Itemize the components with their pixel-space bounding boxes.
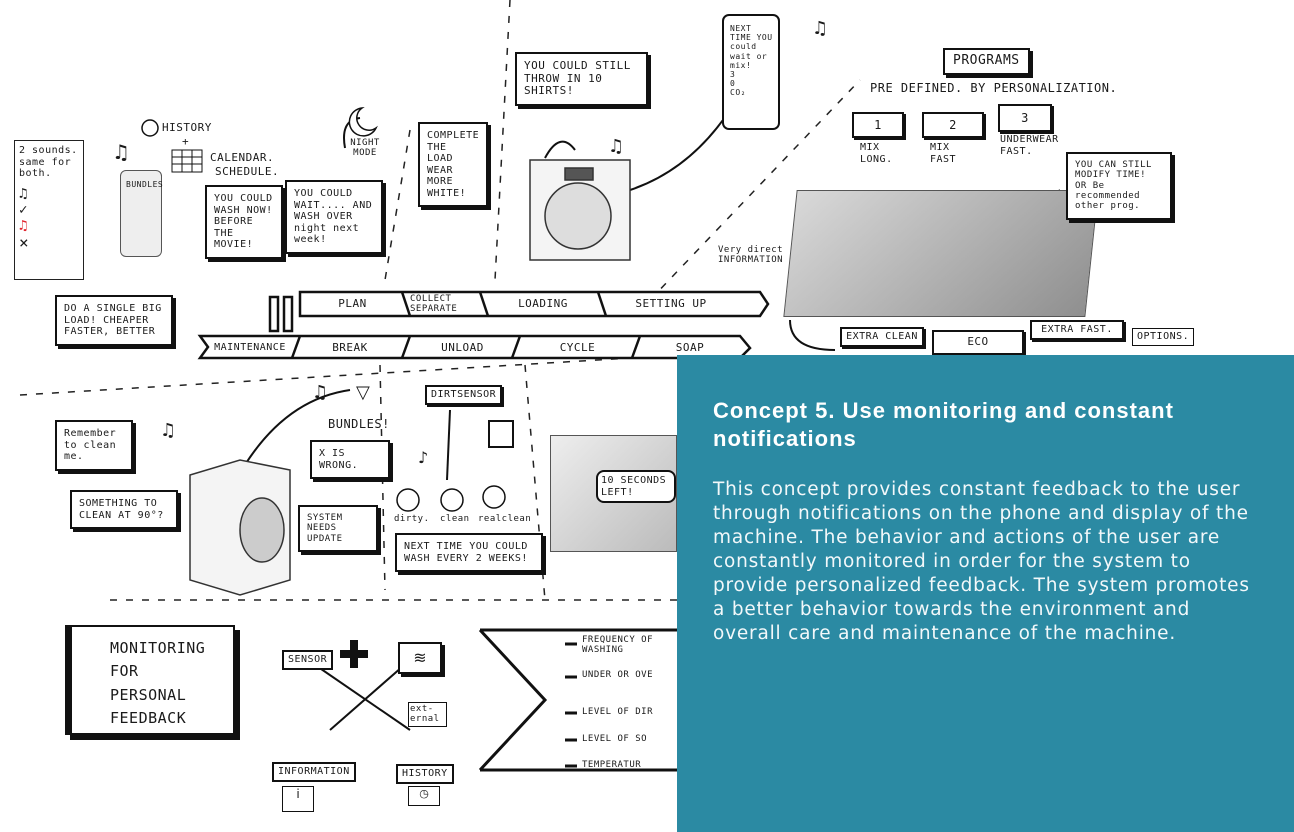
- music-note-icon: ♫: [312, 382, 329, 403]
- monitor-item-2: UNDER OR OVE: [582, 670, 654, 680]
- timeline-break: BREAK: [332, 340, 368, 354]
- monitoring-title: MONITORING FOR PERSONAL FEEDBACK: [65, 625, 235, 735]
- phone-app-label: BUNDLES: [126, 180, 164, 189]
- alert-icon: ▽: [356, 382, 370, 403]
- external-label: ext-ernal: [408, 702, 447, 727]
- dirt-state-dirty: dirty.: [394, 514, 430, 524]
- program-1-label: MIX LONG.: [860, 142, 893, 165]
- ten-seconds-label: 10 SECONDS LEFT!: [596, 470, 676, 503]
- concept-body: This concept provides constant feedback …: [713, 479, 1250, 645]
- music-note-icon: ♫: [112, 140, 130, 164]
- monitor-item-1: FREQUENCY OF WASHING: [582, 635, 654, 656]
- cross-icon: ×: [19, 232, 30, 252]
- bundles-label: BUNDLES!: [328, 417, 390, 431]
- phone-held-photo: [120, 170, 162, 257]
- dirt-state-clean: clean: [440, 514, 470, 524]
- timeline-soap: SOAP: [675, 340, 705, 354]
- sensor-label: SENSOR: [282, 650, 334, 670]
- phone-line-1: 3: [730, 69, 736, 79]
- programs-title: PROGRAMS: [943, 48, 1030, 75]
- information-label: INFORMATION: [272, 762, 356, 782]
- wifi-icon: ≋: [398, 642, 442, 674]
- history-box-label: HISTORY: [396, 764, 454, 784]
- timeline-collect: COLLECT SEPARATE: [410, 293, 458, 314]
- sounds-line2: same for: [19, 156, 72, 168]
- timeline-plan: PLAN: [338, 296, 367, 310]
- concept-title: Concept 5. Use monitoring and constant n…: [713, 398, 1174, 451]
- tablet-photo: [783, 190, 1099, 317]
- bubble-remember: Remember to clean me.: [55, 420, 133, 471]
- calendar-label: CALENDAR.: [210, 151, 275, 164]
- program-3-label: UNDERWEAR FAST.: [1000, 134, 1059, 157]
- dirt-sensor-title: DIRTSENSOR: [425, 385, 503, 405]
- direct-info-label: Very direct INFORMATION: [718, 245, 784, 266]
- schedule-label: SCHEDULE.: [215, 165, 280, 178]
- timeline-setting-up: SETTING UP: [635, 296, 707, 310]
- music-note-icon: ♫: [160, 420, 177, 441]
- program-2-button[interactable]: 2: [922, 112, 984, 138]
- options-label: OPTIONS.: [1132, 328, 1195, 346]
- dirt-state-realclean: realclean: [478, 514, 532, 524]
- music-note-icon: ♫: [19, 185, 28, 202]
- phone-line-2: 0: [730, 79, 736, 89]
- sounds-line1: 2 sounds.: [19, 145, 78, 156]
- option-extra-clean-button[interactable]: EXTRA CLEAN: [840, 327, 924, 347]
- phone-device: NEXT TIME YOU could wait or mix! 3 0 CO₂: [722, 14, 780, 130]
- check-icon: ✓: [19, 201, 28, 218]
- bubble-wash-now: YOU COULD WASH NOW! BEFORE THE MOVIE!: [205, 185, 283, 259]
- bubble-complete-load: COMPLETE THE LOAD WEAR MORE WHITE!: [418, 122, 488, 207]
- option-eco-button[interactable]: ECO: [932, 330, 1024, 355]
- option-extra-fast-button[interactable]: EXTRA FAST.: [1030, 320, 1124, 340]
- bubble-next-time: NEXT TIME YOU COULD WASH EVERY 2 WEEKS!: [395, 533, 543, 572]
- sounds-note: 2 sounds. same for both. ♫ ✓ ♫ ×: [14, 140, 84, 280]
- dirt-sensor-icon: [488, 420, 514, 448]
- bubble-single-load: DO A SINGLE BIG LOAD! CHEAPER FASTER, BE…: [55, 295, 173, 346]
- bubble-ten-shirts: YOU COULD STILL THROW IN 10 SHIRTS!: [515, 52, 648, 106]
- timeline-maintenance: MAINTENANCE: [214, 342, 286, 354]
- concept-panel: Concept 5. Use monitoring and constant n…: [677, 355, 1294, 832]
- info-icon: i: [282, 786, 314, 812]
- night-mode-label: NIGHT MODE: [350, 138, 380, 159]
- music-note-icon: ♫: [608, 136, 625, 157]
- bubble-x-wrong: X IS WRONG.: [310, 440, 390, 479]
- timeline-cycle: CYCLE: [559, 340, 596, 354]
- timeline-loading: LOADING: [518, 296, 568, 310]
- phone-screen-text: NEXT TIME YOU could wait or mix!: [730, 24, 773, 70]
- bubble-wait: YOU COULD WAIT.... AND WASH OVER night n…: [285, 180, 383, 254]
- phone-line-3: CO₂: [730, 88, 746, 98]
- timeline-unload: UNLOAD: [441, 340, 484, 354]
- sounds-line3: both.: [19, 168, 52, 179]
- music-note-icon: ♪: [418, 448, 429, 467]
- program-1-button[interactable]: 1: [852, 112, 904, 138]
- program-2-label: MIX FAST: [930, 142, 957, 165]
- monitor-item-5: TEMPERATUR: [582, 760, 642, 770]
- bubble-modify: YOU CAN STILL MODIFY TIME! OR Be recomme…: [1066, 152, 1172, 220]
- history-label: HISTORY: [162, 121, 212, 134]
- clock-icon: ◷: [408, 786, 440, 806]
- bubble-clean-90: SOMETHING TO CLEAN AT 90°?: [70, 490, 178, 529]
- plus-label: +: [182, 135, 190, 148]
- program-3-button[interactable]: 3: [998, 104, 1052, 132]
- monitor-item-3: LEVEL OF DIR: [582, 707, 654, 717]
- music-note-red-icon: ♫: [19, 217, 28, 234]
- programs-subtitle: PRE DEFINED. BY PERSONALIZATION.: [870, 81, 1118, 95]
- music-note-icon: ♫: [812, 18, 829, 39]
- monitor-item-4: LEVEL OF SO: [582, 734, 648, 744]
- bubble-system-update: SYSTEM NEEDS UPDATE: [298, 505, 378, 553]
